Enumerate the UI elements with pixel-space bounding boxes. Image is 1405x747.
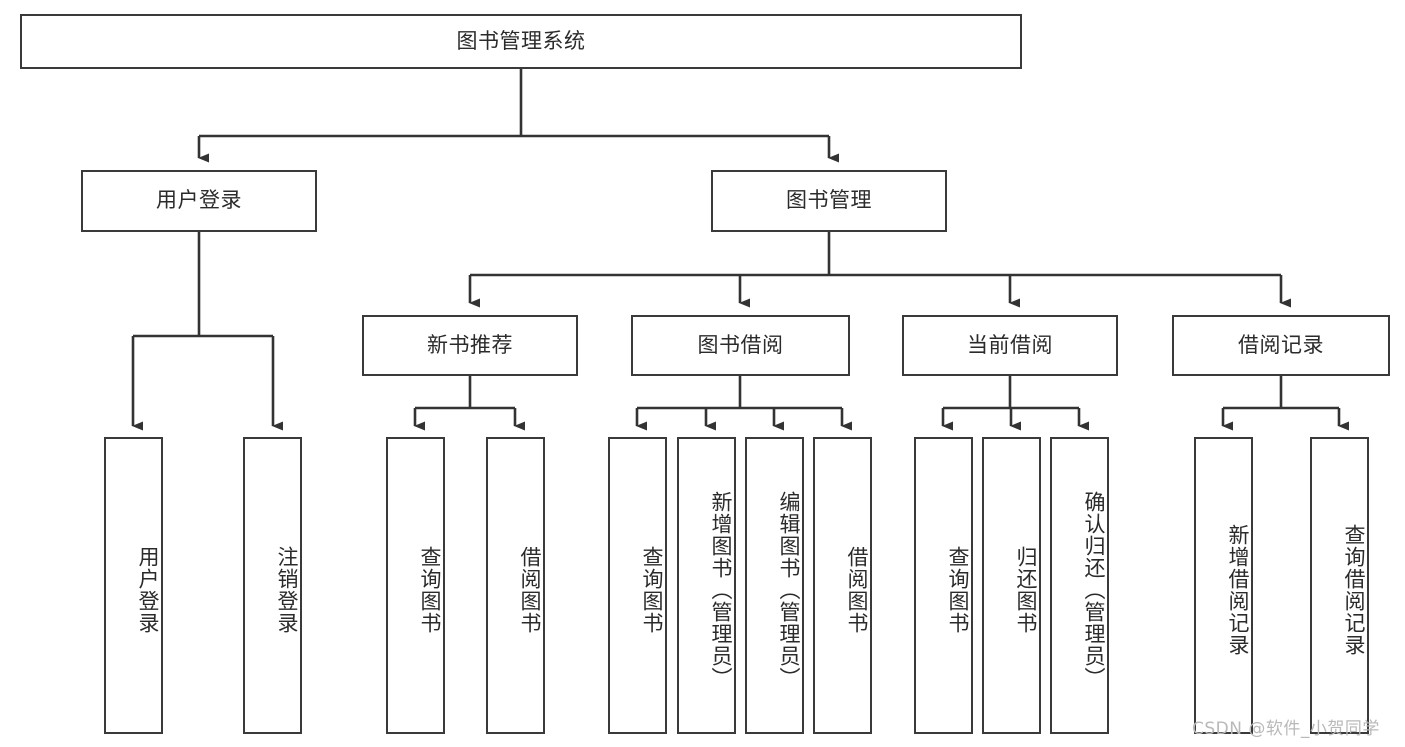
node-leaf-query-book-cur-label: 查询图书 — [946, 545, 970, 634]
watermark: CSDN @软件_小贺同学 — [1192, 719, 1380, 739]
node-current-borrow[interactable]: 当前借阅 — [902, 315, 1118, 376]
node-leaf-user-login[interactable]: 用户登录 — [104, 437, 163, 734]
node-leaf-query-book-cur[interactable]: 查询图书 — [914, 437, 973, 734]
node-book-management-label: 图书管理 — [786, 188, 872, 213]
node-current-borrow-label: 当前借阅 — [967, 332, 1053, 357]
node-book-management[interactable]: 图书管理 — [711, 170, 947, 232]
node-leaf-add-book-admin-label: 新增图书（管理员） — [709, 490, 733, 689]
node-leaf-edit-book-admin[interactable]: 编辑图书（管理员） — [745, 437, 804, 734]
node-leaf-add-book-admin[interactable]: 新增图书（管理员） — [677, 437, 736, 734]
node-user-login-label: 用户登录 — [156, 188, 242, 213]
node-new-book-recommend[interactable]: 新书推荐 — [362, 315, 578, 376]
node-leaf-query-record-label: 查询借阅记录 — [1342, 523, 1366, 656]
node-leaf-add-record[interactable]: 新增借阅记录 — [1194, 437, 1253, 734]
node-leaf-add-record-label: 新增借阅记录 — [1226, 523, 1250, 656]
node-leaf-query-book-rec[interactable]: 查询图书 — [386, 437, 445, 734]
node-leaf-user-logout[interactable]: 注销登录 — [243, 437, 302, 734]
node-new-book-recommend-label: 新书推荐 — [427, 332, 513, 357]
node-leaf-confirm-return[interactable]: 确认归还（管理员） — [1050, 437, 1109, 734]
node-leaf-confirm-return-label: 确认归还（管理员） — [1082, 490, 1106, 689]
node-borrow-records[interactable]: 借阅记录 — [1172, 315, 1390, 376]
node-leaf-user-login-label: 用户登录 — [136, 545, 160, 634]
node-user-login[interactable]: 用户登录 — [81, 170, 317, 232]
node-book-borrow[interactable]: 图书借阅 — [631, 315, 850, 376]
node-book-borrow-label: 图书借阅 — [697, 332, 784, 357]
node-root[interactable]: 图书管理系统 — [20, 14, 1022, 69]
node-leaf-edit-book-admin-label: 编辑图书（管理员） — [777, 490, 801, 689]
node-leaf-query-book-label: 查询图书 — [640, 545, 664, 634]
node-leaf-user-logout-label: 注销登录 — [275, 545, 299, 634]
node-root-label: 图书管理系统 — [456, 28, 586, 53]
node-leaf-borrow-book[interactable]: 借阅图书 — [813, 437, 872, 734]
node-leaf-borrow-book-label: 借阅图书 — [845, 545, 869, 634]
node-leaf-return-book[interactable]: 归还图书 — [982, 437, 1041, 734]
node-leaf-return-book-label: 归还图书 — [1014, 545, 1038, 634]
node-leaf-borrow-book-rec-label: 借阅图书 — [518, 545, 542, 634]
node-leaf-borrow-book-rec[interactable]: 借阅图书 — [486, 437, 545, 734]
node-leaf-query-record[interactable]: 查询借阅记录 — [1310, 437, 1369, 734]
node-leaf-query-book-rec-label: 查询图书 — [418, 545, 442, 634]
node-borrow-records-label: 借阅记录 — [1238, 332, 1324, 357]
node-leaf-query-book[interactable]: 查询图书 — [608, 437, 667, 734]
